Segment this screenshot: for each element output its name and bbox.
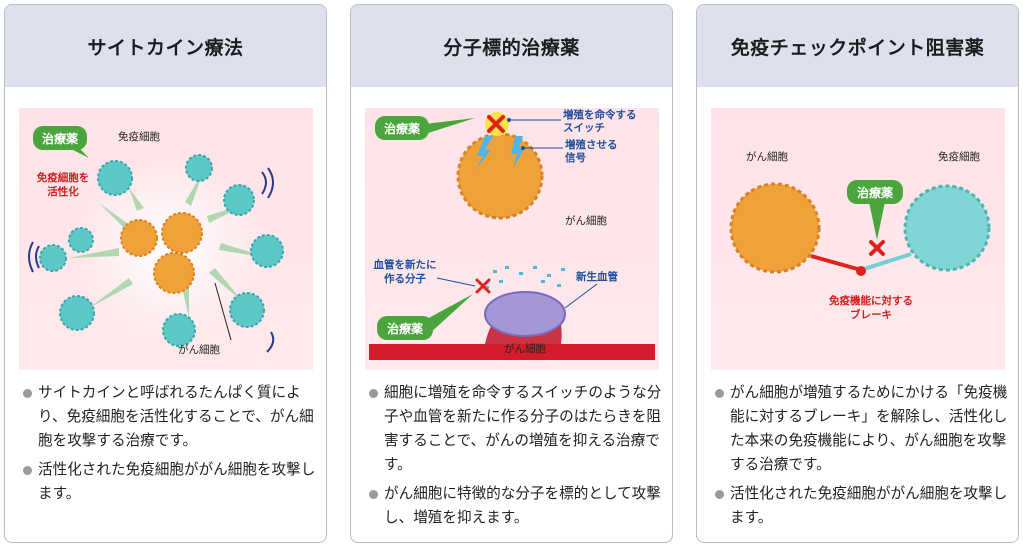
drug-bubble-bottom: 治療薬	[377, 294, 473, 340]
brake-ligand	[810, 254, 862, 272]
drug-label: 治療薬	[42, 131, 78, 146]
immune-cell-label: 免疫細胞	[938, 150, 980, 163]
inhibit-mark-top	[487, 115, 505, 133]
inhibit-mark	[869, 240, 885, 256]
cancer-cell	[729, 182, 821, 274]
drug-label: 治療薬	[857, 185, 893, 200]
panel-title: 分子標的治療薬	[351, 5, 672, 87]
bullet-item: 細胞に増殖を命令するスイッチのような分子や血管を新たに作る分子のはたらきを阻害す…	[367, 381, 665, 477]
leader-line	[214, 282, 232, 341]
inhibit-mark-bottom	[475, 278, 491, 294]
blood-vessel-base	[369, 344, 655, 360]
panel-title: サイトカイン療法	[5, 5, 326, 87]
switch-label-1: 増殖を命令する	[563, 108, 637, 121]
signal-label-2: 信号	[565, 151, 586, 164]
signal-label-1: 増殖させる	[565, 138, 618, 151]
bullet-item: 活性化された免疫細胞ががん細胞を攻撃します。	[713, 482, 1011, 530]
cancer-cell-label: がん細胞	[178, 343, 220, 356]
switch-label-2: スイッチ	[563, 122, 605, 134]
new-vessel-label: 新生血管	[576, 270, 618, 283]
bullet-item: がん細胞に特徴的な分子を標的として攻撃し、増殖を抑えます。	[367, 482, 665, 530]
cancer-cell-top	[456, 132, 544, 220]
panel-checkpoint-inhibitor: 免疫チェックポイント阻害薬 がん細胞 免疫細胞 治療薬 免疫機能に対する ブレー…	[696, 4, 1019, 543]
drug-bubble-top: 治療薬	[375, 116, 475, 140]
brake-receptor	[860, 252, 912, 272]
tumor-mass	[484, 291, 566, 337]
drug-bubble: 治療薬	[847, 180, 903, 240]
bullet-item: サイトカインと呼ばれるたんぱく質により、免疫細胞を活性化することで、がん細胞を攻…	[21, 381, 319, 453]
leader-line	[564, 283, 598, 309]
immune-cells	[39, 154, 284, 347]
panel-title: 免疫チェックポイント阻害薬	[697, 5, 1018, 87]
brake-label-1: 免疫機能に対する	[829, 294, 913, 307]
illustration-cytokine: 治療薬 免疫細胞 免疫細胞を 活性化 がん細胞	[19, 108, 313, 370]
bullet-item: 活性化された免疫細胞ががん細胞を攻撃します。	[21, 458, 319, 506]
brake-label-2: ブレーキ	[850, 308, 892, 321]
cancer-cell-bottom-label: がん細胞	[504, 342, 546, 355]
drug-label-bottom: 治療薬	[387, 321, 423, 336]
illustration-molecular-target: 治療薬 増殖を命令する スイッチ 増殖させる 信号 がん細胞	[365, 108, 659, 370]
bullet-list: 細胞に増殖を命令するスイッチのような分子や血管を新たに作る分子のはたらきを阻害す…	[367, 381, 665, 535]
drug-bubble: 治療薬	[33, 126, 89, 158]
signal-bolts	[475, 136, 525, 170]
bullet-item: がん細胞が増殖するためにかける「免疫機能に対するブレーキ」を解除し、活性化した本…	[713, 381, 1011, 477]
vibration-marks	[28, 167, 275, 353]
immune-cell	[903, 184, 991, 272]
vessel-molecule-label-1: 血管を新たに	[374, 258, 437, 271]
growth-factors	[485, 266, 565, 289]
bullet-list: サイトカインと呼ばれるたんぱく質により、免疫細胞を活性化することで、がん細胞を攻…	[21, 381, 319, 511]
cancer-cells	[120, 212, 203, 294]
vessel-molecule-label-2: 作る分子	[384, 272, 426, 285]
leader-line	[436, 277, 476, 287]
immune-cell-label: 免疫細胞	[118, 130, 160, 143]
illustration-checkpoint: がん細胞 免疫細胞 治療薬 免疫機能に対する ブレーキ	[711, 108, 1005, 370]
cancer-cell-label: がん細胞	[746, 150, 788, 163]
panel-molecular-target: 分子標的治療薬 治療薬 増殖を命令する スイッチ	[350, 4, 673, 543]
activate-label-1: 免疫細胞を	[37, 171, 90, 184]
activate-label-2: 活性化	[47, 185, 79, 198]
cancer-cell-top-label: がん細胞	[565, 214, 607, 227]
panel-cytokine: サイトカイン療法	[4, 4, 327, 543]
bullet-list: がん細胞が増殖するためにかける「免疫機能に対するブレーキ」を解除し、活性化した本…	[713, 381, 1011, 535]
drug-label-top: 治療薬	[384, 121, 420, 136]
